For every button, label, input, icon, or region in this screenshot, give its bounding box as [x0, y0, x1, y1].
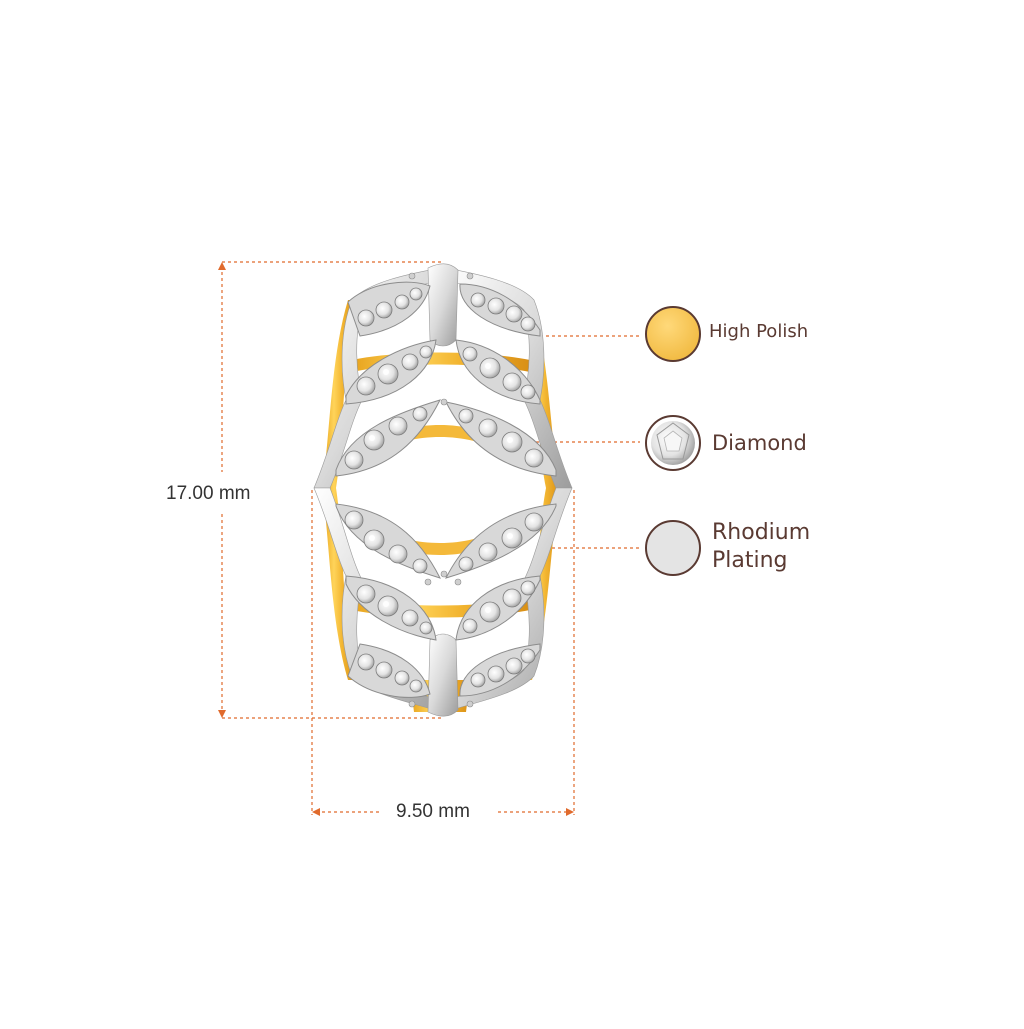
legend-leader-lines — [500, 335, 640, 549]
legend-label-high-polish: High Polish — [709, 321, 809, 342]
legend-label-rhodium-plating: Rhodium Plating — [712, 520, 811, 573]
width-dimension — [311, 490, 575, 815]
height-arrow-top-icon — [218, 262, 226, 270]
height-dimension — [221, 261, 444, 719]
legend-label-diamond: Diamond — [712, 431, 807, 455]
width-arrow-right-icon — [566, 808, 574, 816]
height-dimension-label: 17.00 mm — [166, 483, 251, 504]
high-polish-swatch-icon — [645, 306, 701, 362]
diamond-swatch-icon — [645, 415, 701, 471]
height-arrow-bottom-icon — [218, 710, 226, 718]
width-dimension-label: 9.50 mm — [396, 801, 470, 822]
earring-image — [313, 263, 573, 717]
rhodium-swatch-icon — [645, 520, 701, 576]
width-arrow-left-icon — [312, 808, 320, 816]
